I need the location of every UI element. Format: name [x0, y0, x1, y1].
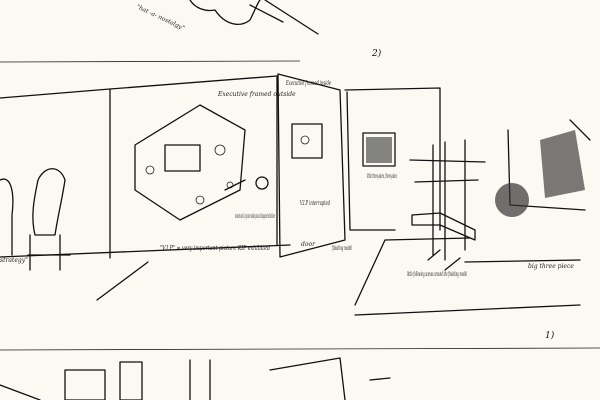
floor-edge [96, 261, 149, 301]
top-caption: "hat -a- nostalgy" [135, 3, 186, 32]
label-big-three-piece: big three piece [528, 263, 574, 270]
label-vip-interrupted: V.I.P interrupted [300, 200, 330, 207]
wall-panel-outside: Executive framed outside elements out of… [109, 75, 296, 259]
divider [0, 60, 301, 63]
label-framed-outside: Executive framed outside [217, 91, 296, 98]
bottom-sketch-fragment [0, 357, 391, 400]
chairs: strategy" [0, 168, 71, 271]
label-little-three-piece: little three-piece, three-piece [367, 173, 397, 180]
big-three-piece: big three piece [495, 119, 591, 270]
label-door: door [301, 241, 316, 248]
page-number-2: 2) [371, 48, 382, 59]
top-sketch-fragment: "hat -a- nostalgy" [135, 0, 319, 35]
page-number-1: 1) [545, 330, 555, 341]
right-room: little three-piece, three-piece finishin… [332, 87, 581, 316]
door-panel: Executive framed inside V.I.P interrupte… [277, 73, 346, 258]
left-caption: strategy" [0, 257, 28, 264]
label-framed-inside: Executive framed inside [285, 80, 331, 87]
label-following-scenes: little following scenes around the finis… [407, 271, 467, 278]
label-finishing-model: finishing model [332, 245, 352, 252]
divider-lower [0, 347, 600, 351]
label-vip: "V.I.P" = very important picture KIP exh… [160, 245, 270, 252]
label-elements: elements out of a picture walking out an… [235, 213, 275, 220]
